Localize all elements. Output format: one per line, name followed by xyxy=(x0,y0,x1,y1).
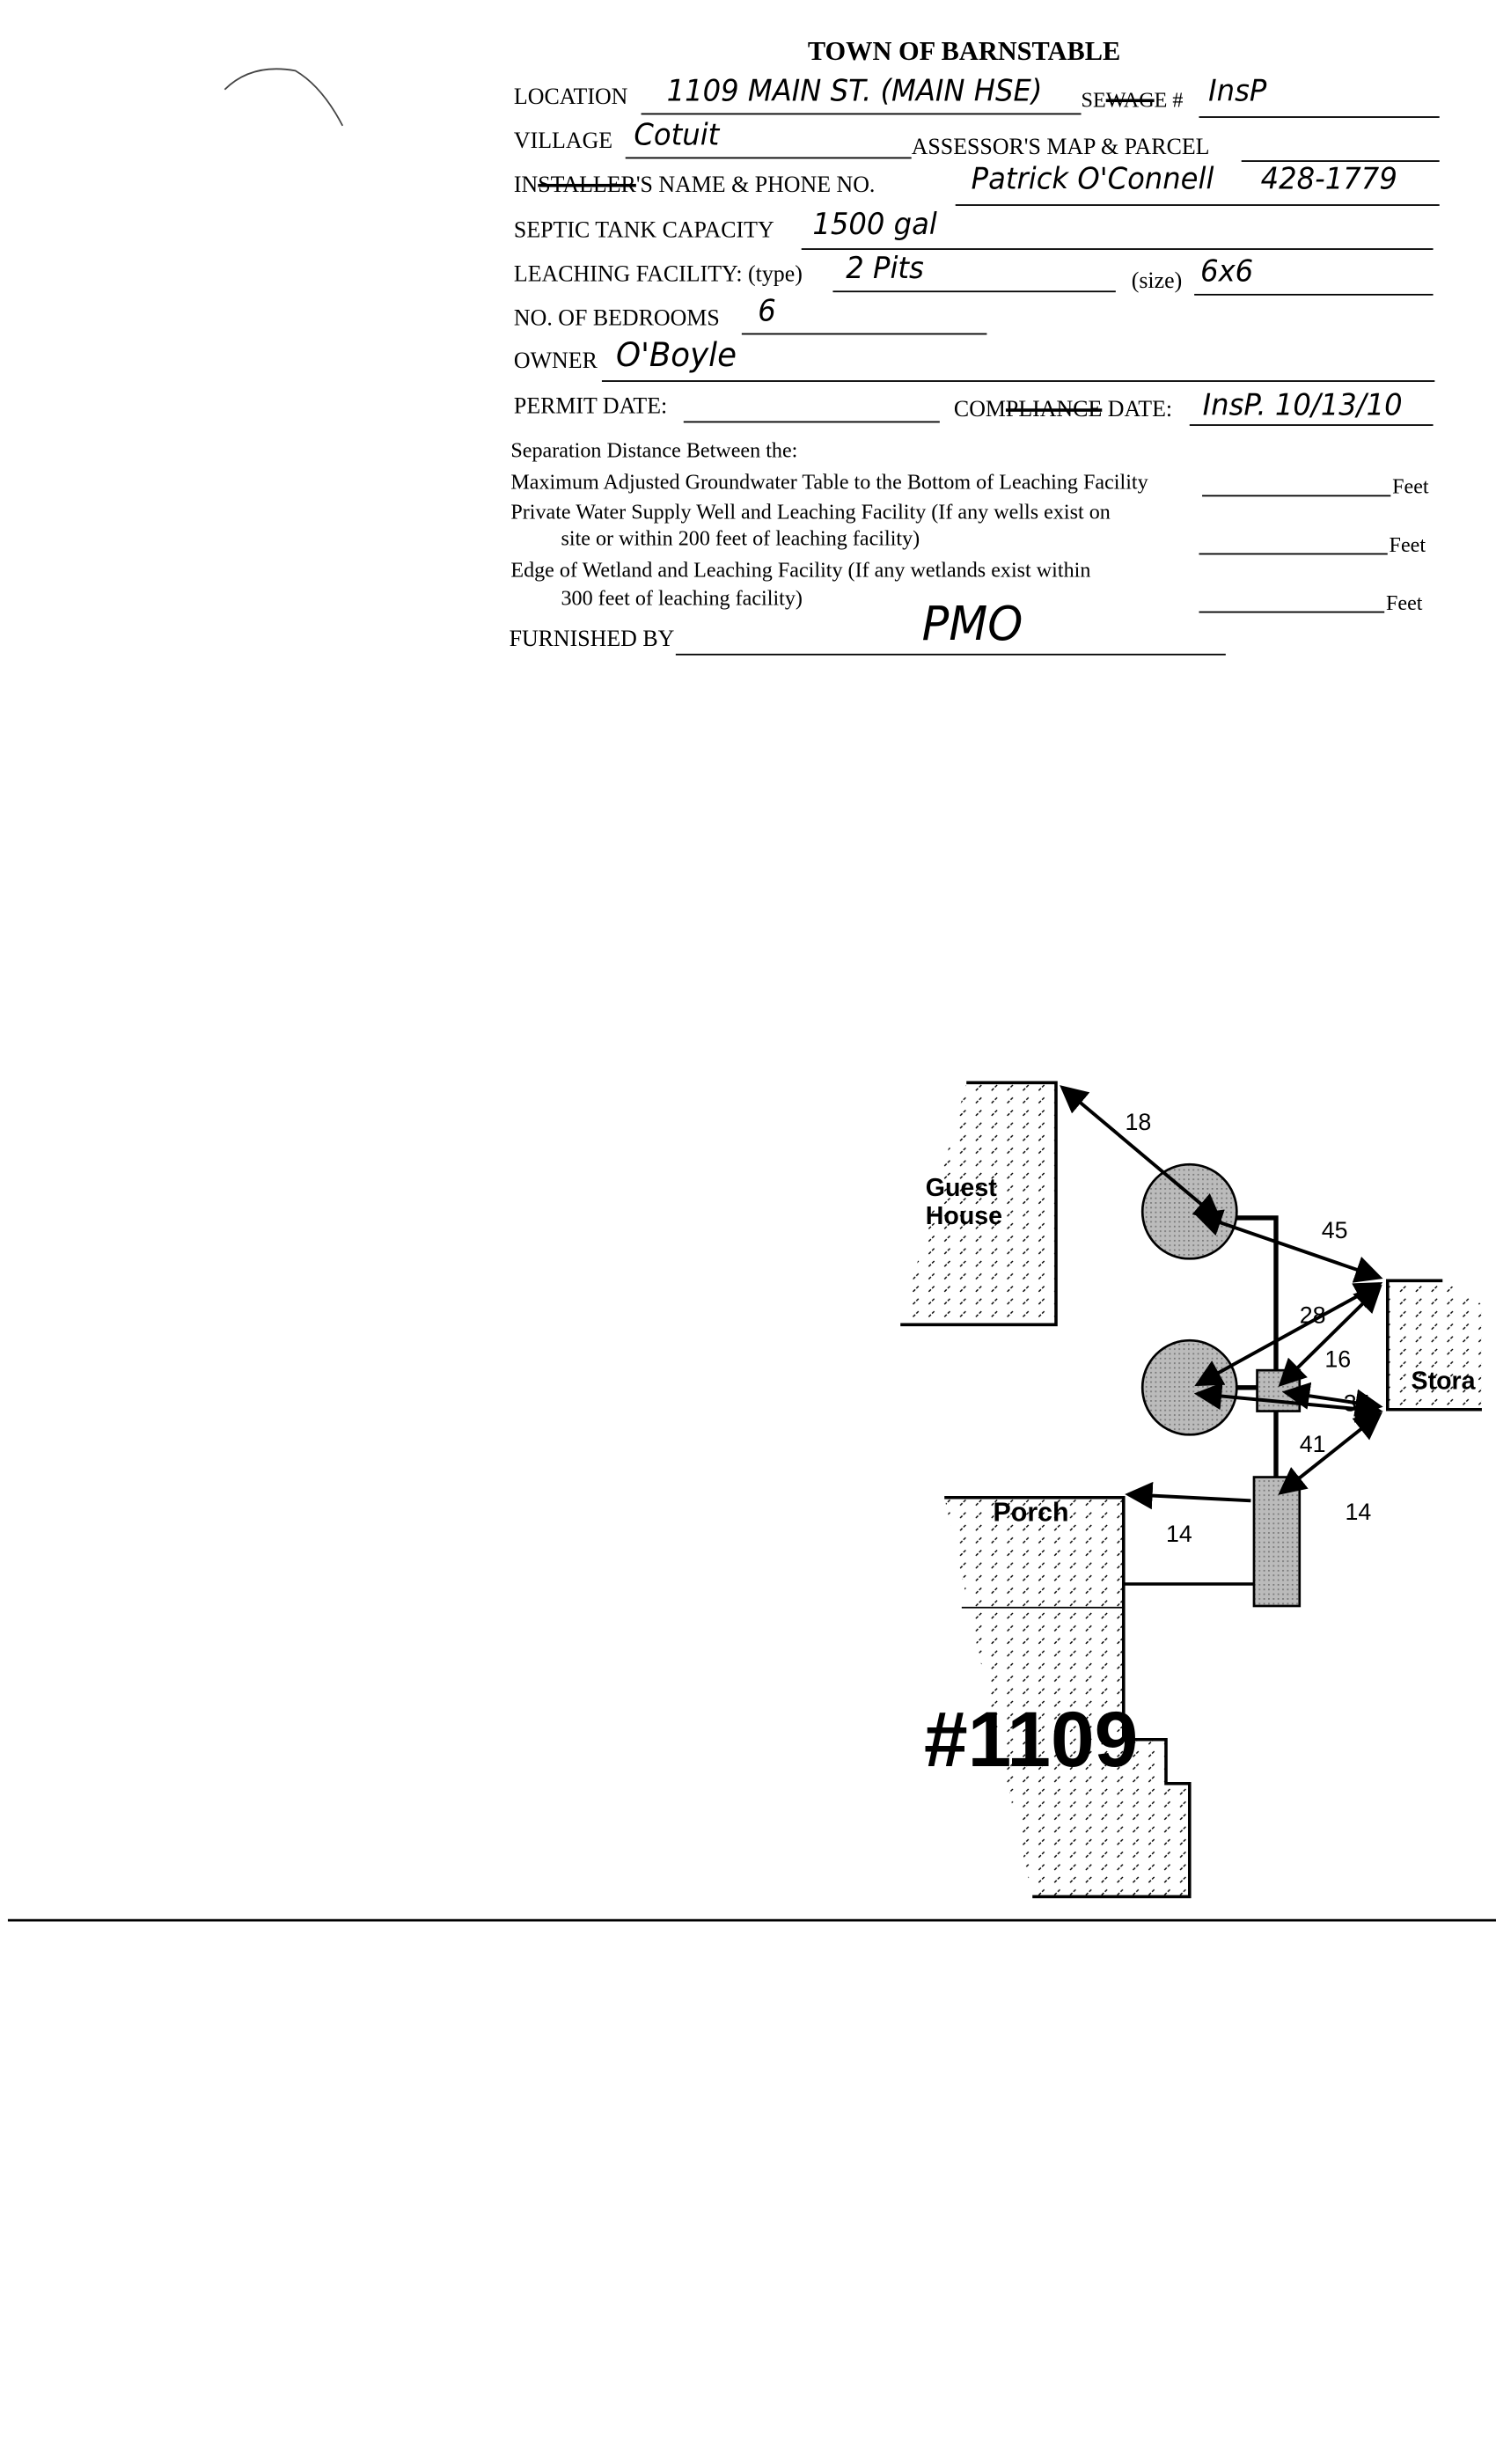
separation-heading: Separation Distance Between the: xyxy=(510,438,798,462)
house-number: #1109 xyxy=(924,1695,1138,1783)
distance-16: 16 xyxy=(1324,1346,1351,1373)
septic-capacity-value: 1500 gal xyxy=(812,207,937,242)
feet-unit-3: Feet xyxy=(1385,590,1423,615)
separation-wetland-2: 300 feet of leaching facility) xyxy=(561,586,803,610)
village-label: VILLAGE xyxy=(513,128,613,154)
leaching-type-value: 2 Pits xyxy=(846,251,924,286)
feet-unit-2: Feet xyxy=(1389,532,1426,557)
guest-house-shape xyxy=(900,1081,1058,1327)
distance-35: 35 xyxy=(1344,1390,1370,1417)
distance-28: 28 xyxy=(1300,1302,1326,1329)
assessor-label: ASSESSOR'S MAP & PARCEL xyxy=(911,135,1210,161)
distance-18: 18 xyxy=(1126,1109,1152,1135)
owner-value: O'Boyle xyxy=(616,336,737,374)
furnished-by-label: FURNISHED BY xyxy=(509,627,675,653)
storage-shape xyxy=(1385,1279,1482,1412)
size-label: (size) xyxy=(1131,268,1183,294)
guest-house-label-1: Guest xyxy=(926,1174,997,1202)
arrow-45 xyxy=(1193,1209,1383,1283)
leaching-pit-1 xyxy=(1140,1162,1238,1260)
arrow-14-porch xyxy=(1125,1481,1251,1510)
arrow-14-storage xyxy=(1278,1412,1382,1495)
permit-date-label: PERMIT DATE: xyxy=(513,394,668,420)
guest-house-label-2: House xyxy=(926,1202,1002,1230)
village-value: Cotuit xyxy=(634,117,720,153)
distance-14-storage: 14 xyxy=(1346,1499,1372,1525)
storage-label: Stora xyxy=(1412,1368,1477,1396)
bedrooms-label: NO. OF BEDROOMS xyxy=(513,306,720,332)
separation-well-2: site or within 200 feet of leaching faci… xyxy=(561,526,920,550)
distance-14-porch: 14 xyxy=(1166,1521,1192,1547)
distribution-box xyxy=(1256,1368,1302,1412)
arrow-41 xyxy=(1193,1382,1383,1423)
installer-label: INSTALLER'S NAME & PHONE NO. xyxy=(513,172,876,198)
arrow-16 xyxy=(1278,1284,1382,1387)
septic-tank xyxy=(1252,1476,1302,1608)
location-label: LOCATION xyxy=(513,84,628,110)
distance-arrows xyxy=(1060,1085,1383,1510)
installer-phone: 428-1779 xyxy=(1260,161,1397,197)
compliance-date-label: COMPLIANCE DATE: xyxy=(953,397,1173,423)
separation-wetland-1: Edge of Wetland and Leaching Facility (I… xyxy=(510,557,1091,582)
arrow-18 xyxy=(1060,1085,1222,1222)
main-house-shape xyxy=(944,1495,1192,1899)
leaching-type-label: LEACHING FACILITY: (type) xyxy=(513,262,803,288)
separation-well-1: Private Water Supply Well and Leaching F… xyxy=(510,499,1111,524)
distance-45: 45 xyxy=(1322,1217,1348,1243)
furnished-by-signature: PMO xyxy=(921,597,1023,653)
leaching-pit-2 xyxy=(1140,1338,1238,1436)
feet-unit-1: Feet xyxy=(1392,474,1429,499)
owner-label: OWNER xyxy=(513,348,598,374)
size-value: 6x6 xyxy=(1200,254,1254,290)
bedrooms-value: 6 xyxy=(758,293,776,329)
location-value: 1109 MAIN ST. (MAIN HSE) xyxy=(666,73,1043,109)
sewage-label: SEWAGE # xyxy=(1081,87,1184,112)
sewage-value: InsP xyxy=(1208,73,1267,109)
installer-value: Patrick O'Connell xyxy=(971,161,1214,197)
porch-label: Porch xyxy=(994,1499,1069,1528)
separation-groundwater: Maximum Adjusted Groundwater Table to th… xyxy=(510,469,1148,494)
form-title: TOWN OF BARNSTABLE xyxy=(807,36,1121,66)
septic-capacity-label: SEPTIC TANK CAPACITY xyxy=(513,218,774,244)
distance-41: 41 xyxy=(1300,1431,1326,1457)
compliance-date-value: InsP. 10/13/10 xyxy=(1202,388,1403,423)
